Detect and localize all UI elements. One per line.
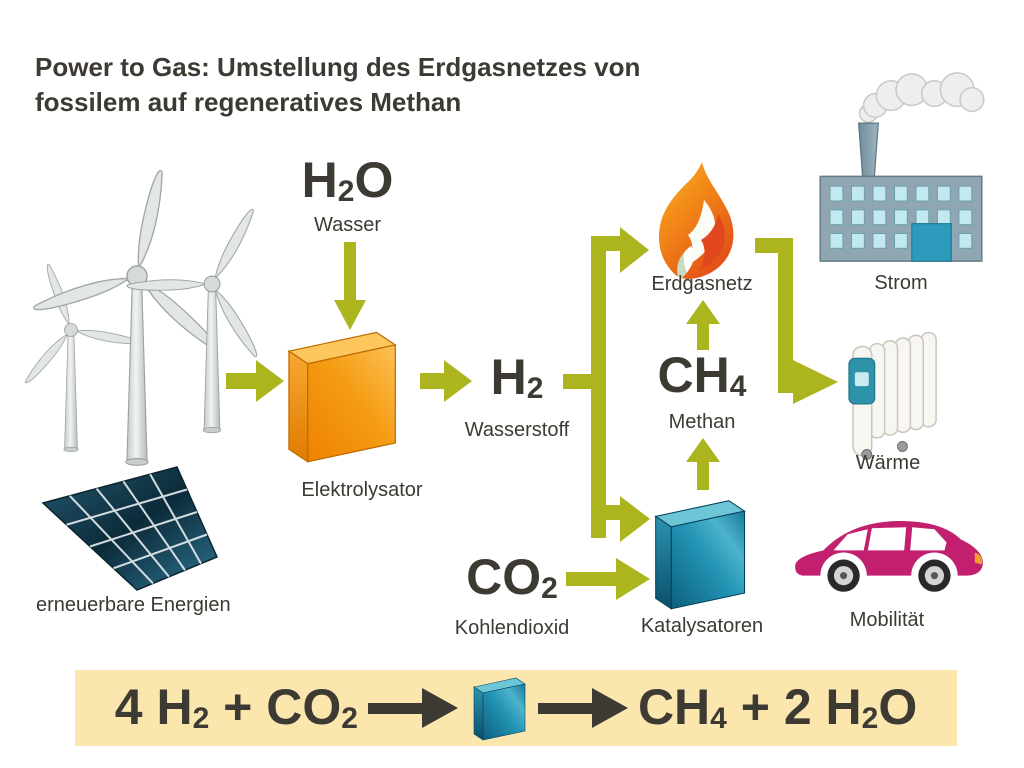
electricity-label: Strom (874, 272, 928, 294)
electrolyzer-box (275, 322, 403, 468)
title-line2: fossilem auf regeneratives Methan (35, 87, 462, 118)
car-icon (795, 521, 983, 592)
wind-turbines-icon (15, 170, 260, 466)
equation-catalyst-icon (468, 673, 528, 743)
gas-grid-label: Erdgasnetz (651, 273, 753, 295)
co2-formula: CO2 (466, 549, 558, 605)
methane-formula: CH4 (657, 347, 747, 403)
catalyst-box (645, 492, 750, 614)
water-formula: H2O (301, 152, 394, 208)
hydrogen-branch-arrows (563, 227, 650, 542)
arrow-water-to-electrolyzer (334, 242, 366, 330)
catalyst-label: Katalysatoren (640, 615, 764, 637)
title-line1: Power to Gas: Umstellung des Erdgasnetze… (35, 52, 641, 82)
mobility-label: Mobilität (849, 609, 925, 631)
arrow-methane-to-gasgrid (686, 300, 720, 350)
water-label: Wasser (313, 214, 382, 236)
flame-icon (658, 162, 734, 282)
radiator-icon (848, 331, 937, 460)
arrow-co2-to-catalysts (566, 558, 650, 600)
arrow-gasgrid-to-consumers (755, 238, 838, 404)
reaction-arrow-icon (537, 688, 628, 728)
arrow-electrolyzer-to-hydrogen (420, 360, 472, 402)
page-title: Power to Gas: Umstellung des Erdgasnetze… (35, 50, 775, 120)
renewables-label: erneuerbare Energien (36, 594, 231, 616)
hydrogen-label: Wasserstoff (464, 419, 570, 441)
electrolyzer-label: Elektrolysator (301, 479, 423, 501)
co2-label: Kohlendioxid (454, 617, 570, 639)
hydrogen-formula: H2 (490, 349, 544, 405)
equation-bar: 4 H2 + CO2 CH4 + 2 H2O (75, 670, 957, 746)
factory-icon (819, 72, 985, 262)
arrow-renewables-to-electrolyzer (226, 360, 284, 402)
reaction-arrow-icon (367, 688, 458, 728)
equation-right: CH4 + 2 H2O (637, 679, 918, 736)
methane-label: Methan (668, 411, 736, 433)
heat-label: Wärme (855, 452, 921, 474)
equation-left: 4 H2 + CO2 (114, 679, 358, 736)
solar-panel-icon (41, 466, 218, 591)
arrow-catalysts-to-methane (686, 438, 720, 490)
